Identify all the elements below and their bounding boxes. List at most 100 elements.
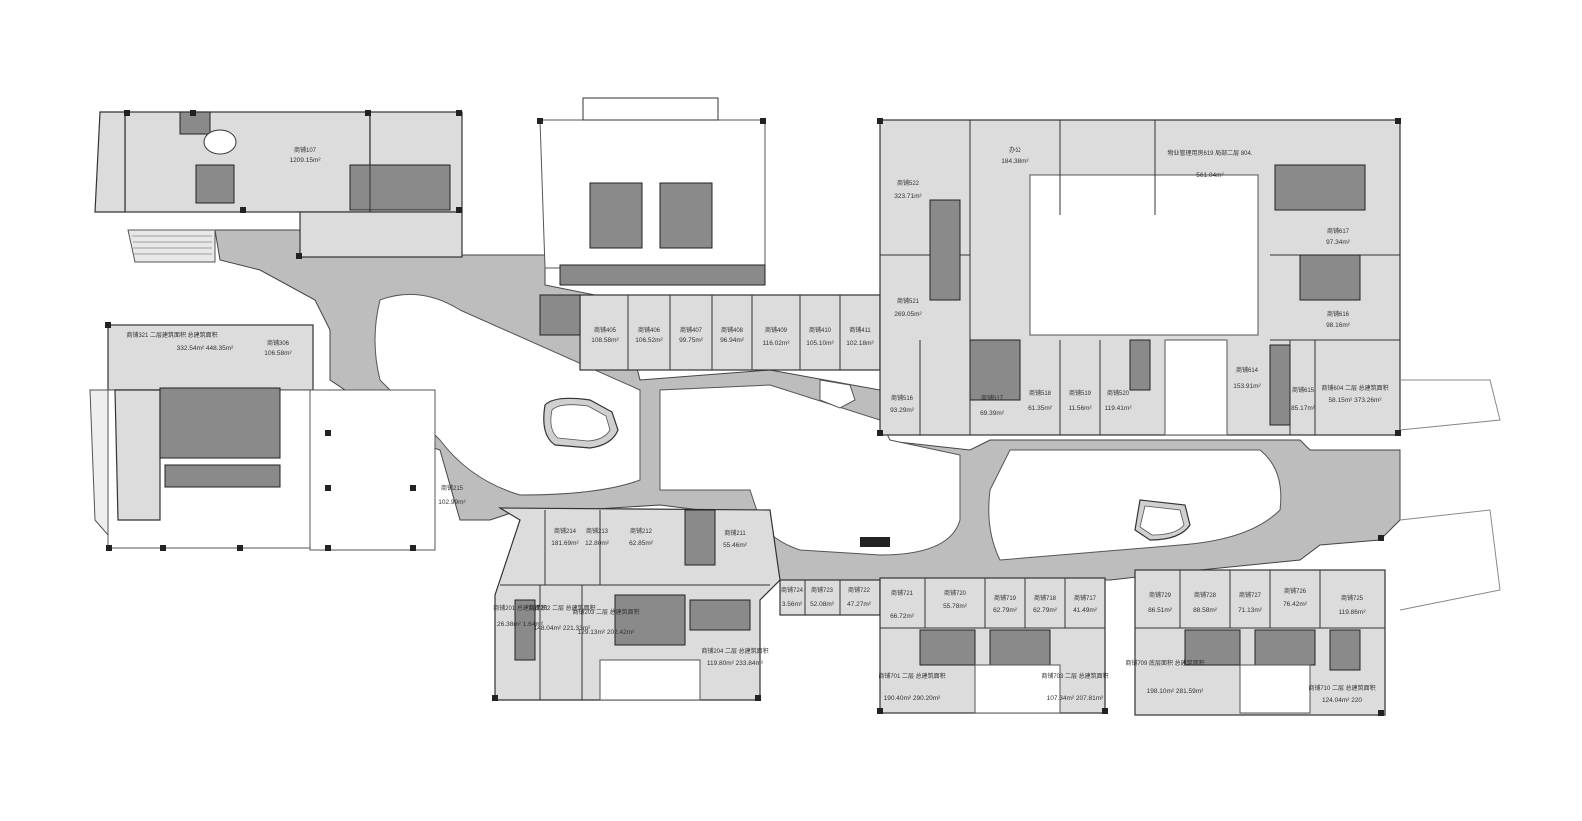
east-entrance bbox=[1399, 379, 1501, 611]
unit-321-area: 332.54m² 448.35m² bbox=[177, 345, 235, 352]
unit-519-area: 11.56m² bbox=[1068, 405, 1092, 412]
unit-710-area: 124.04m² 220 bbox=[1322, 697, 1362, 704]
unit-516-name: 商铺516 bbox=[891, 394, 914, 402]
unit-409-name: 商铺409 bbox=[765, 326, 788, 334]
unit-406-area: 106.52m² bbox=[635, 337, 663, 344]
unit-406-name: 商铺406 bbox=[638, 326, 661, 334]
unit-729-name: 商铺729 bbox=[1149, 591, 1172, 599]
unit-215-name: 商铺215 bbox=[441, 484, 464, 492]
unit-409-area: 116.02m² bbox=[763, 340, 791, 347]
unit-614-area: 153.91m² bbox=[1233, 383, 1261, 390]
unit-718-name: 商铺718 bbox=[1034, 594, 1057, 602]
unit-701-area: 190.40m² 290.20m² bbox=[884, 695, 942, 702]
unit-204-name: 商铺204 二层 总建筑面积 bbox=[701, 647, 768, 655]
unit-405-area: 108.58m² bbox=[591, 337, 619, 344]
unit-office-area: 184.38m² bbox=[1001, 158, 1029, 165]
unit-411-name: 商铺411 bbox=[849, 326, 871, 334]
block-d bbox=[879, 119, 1401, 436]
unit-521-area: 269.05m² bbox=[894, 311, 922, 318]
unit-203-area: 129.13m² 202.42m² bbox=[578, 629, 636, 636]
unit-212-name: 商铺212 bbox=[630, 527, 653, 535]
unit-211-name: 商铺211 bbox=[724, 529, 746, 537]
unit-726-area: 76.42m² bbox=[1283, 601, 1308, 608]
unit-410-area: 105.10m² bbox=[806, 340, 834, 347]
unit-408-area: 96.94m² bbox=[720, 337, 745, 344]
unit-201-area: 26.38m² 1.64m² bbox=[497, 621, 544, 628]
unit-721-area: 66.72m² bbox=[890, 613, 915, 620]
unit-616-name: 商铺616 bbox=[1327, 310, 1350, 318]
unit-labels: 商铺107 1209.15m² 商铺321 二层建筑面积 总建筑面积 332.5… bbox=[126, 146, 1388, 704]
unit-614-name: 商铺614 bbox=[1236, 366, 1259, 374]
unit-306-area: 106.58m² bbox=[264, 350, 292, 357]
block-a-stairs bbox=[127, 229, 216, 263]
unit-214-name: 商铺214 bbox=[554, 527, 577, 535]
unit-214-area: 181.69m² bbox=[551, 540, 579, 547]
block-e bbox=[494, 507, 781, 701]
block-f bbox=[779, 569, 1386, 716]
unit-321-name: 商铺321 二层建筑面积 总建筑面积 bbox=[126, 331, 217, 339]
unit-604-name: 商铺604 二层 总建筑面积 bbox=[1321, 384, 1388, 392]
unit-703-area: 107.34m² 207.81m² bbox=[1047, 695, 1105, 702]
unit-213-area: 12.80m² bbox=[585, 540, 610, 547]
unit-727-name: 商铺727 bbox=[1239, 591, 1262, 599]
unit-728-area: 88.58m² bbox=[1193, 607, 1218, 614]
unit-720-area: 55.78m² bbox=[943, 603, 968, 610]
unit-719-name: 商铺719 bbox=[994, 594, 1017, 602]
unit-519-name: 商铺519 bbox=[1069, 389, 1092, 397]
unit-520-name: 商铺520 bbox=[1107, 389, 1130, 397]
unit-709-name: 商铺709 底层面积 总建筑面积 bbox=[1125, 659, 1204, 667]
unit-203-name: 商铺203 二层 总建筑面积 bbox=[572, 608, 639, 616]
unit-201-name: 商铺201 总建筑面积 bbox=[493, 604, 547, 612]
unit-717-name: 商铺717 bbox=[1074, 594, 1097, 602]
unit-520-area: 119.41m² bbox=[1105, 405, 1133, 412]
unit-604-area: 58.15m² 373.26m² bbox=[1328, 397, 1382, 404]
unit-518-area: 61.35m² bbox=[1028, 405, 1053, 412]
unit-726-name: 商铺726 bbox=[1284, 587, 1307, 595]
unit-722-name: 商铺722 bbox=[848, 586, 871, 594]
unit-727-area: 71.13m² bbox=[1238, 607, 1263, 614]
structural-columns bbox=[105, 110, 1401, 716]
unit-517-name: 商铺517 bbox=[981, 394, 1004, 402]
fountains bbox=[543, 397, 1191, 541]
unit-718-area: 62.79m² bbox=[1033, 607, 1058, 614]
unit-office-name: 办公 bbox=[1009, 146, 1021, 154]
unit-619-area: 561.04m² bbox=[1196, 172, 1224, 179]
shop-row-400 bbox=[539, 294, 881, 371]
unit-709-area: 198.10m² 281.59m² bbox=[1147, 688, 1205, 695]
unit-204-area: 119.80m² 233.84m² bbox=[707, 660, 764, 667]
unit-516-area: 93.29m² bbox=[890, 407, 915, 414]
unit-202-area: 148.04m² 221.33m² bbox=[534, 625, 592, 632]
unit-615-name: 商铺615 bbox=[1292, 386, 1315, 394]
unit-703-name: 商铺703 二层 总建筑面积 bbox=[1041, 672, 1108, 680]
block-b bbox=[89, 324, 436, 551]
unit-407-name: 商铺407 bbox=[680, 326, 703, 334]
unit-710-name: 商铺710 二层 总建筑面积 bbox=[1308, 684, 1375, 692]
unit-717-area: 41.49m² bbox=[1073, 607, 1098, 614]
unit-522-area: 323.71m² bbox=[894, 193, 922, 200]
unit-211-area: 55.46m² bbox=[723, 542, 748, 549]
unit-724-name: 商铺724 bbox=[781, 586, 804, 594]
unit-213-name: 商铺213 bbox=[586, 527, 609, 535]
unit-521-name: 商铺521 bbox=[897, 297, 920, 305]
unit-728-name: 商铺728 bbox=[1194, 591, 1217, 599]
unit-518-name: 商铺518 bbox=[1029, 389, 1052, 397]
unit-615-area: 85.17m² bbox=[1291, 405, 1316, 412]
unit-701-name: 商铺701 二层 总建筑面积 bbox=[878, 672, 945, 680]
unit-408-name: 商铺408 bbox=[721, 326, 744, 334]
unit-202-name: 商铺202 二层 总建筑面积 bbox=[528, 604, 595, 612]
unit-517-area: 69.39m² bbox=[980, 410, 1005, 417]
unit-725-area: 119.86m² bbox=[1339, 609, 1367, 616]
unit-719-area: 62.79m² bbox=[993, 607, 1018, 614]
block-a bbox=[94, 111, 463, 258]
unit-215-area: 102.99m² bbox=[438, 499, 466, 506]
unit-725-name: 商铺725 bbox=[1341, 594, 1364, 602]
unit-405-name: 商铺405 bbox=[594, 326, 617, 334]
unit-617-name: 商铺617 bbox=[1327, 227, 1350, 235]
unit-720-name: 商铺720 bbox=[944, 589, 967, 597]
unit-411-area: 102.18m² bbox=[846, 340, 874, 347]
unit-407-area: 99.75m² bbox=[679, 337, 704, 344]
unit-616-area: 98.16m² bbox=[1326, 322, 1351, 329]
unit-723-name: 商铺723 bbox=[811, 586, 834, 594]
unit-212-area: 62.85m² bbox=[629, 540, 654, 547]
